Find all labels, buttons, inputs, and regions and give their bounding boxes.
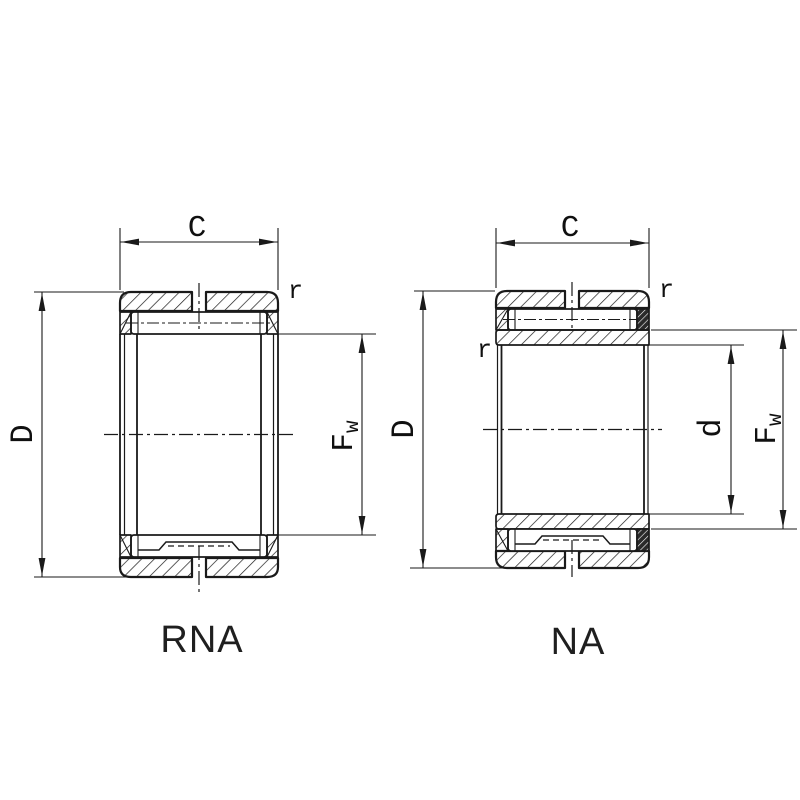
rna-dimension-raceway-Fw: Fw — [278, 333, 376, 536]
arrowhead — [779, 510, 787, 528]
rna-dimension-width-C: C — [119, 211, 279, 290]
na-bearing-drawing: C D d Fw r — [386, 211, 797, 663]
na-dimension-raceway-Fw: Fw — [651, 329, 797, 530]
inner-ring-section-bottom — [495, 513, 650, 530]
arrowhead — [358, 516, 366, 534]
arrowhead — [38, 558, 46, 576]
ring-section-top-left — [494, 289, 567, 310]
dimension-label-Fw: Fw — [327, 420, 365, 452]
rna-dimension-outer-diameter-D: D — [5, 291, 128, 578]
label-F: F — [327, 433, 362, 452]
lip-chamfer-line — [266, 311, 279, 335]
arrowhead — [497, 239, 515, 247]
rna-outer-ring — [118, 290, 280, 579]
na-dimension-bore-d: d — [646, 344, 744, 515]
lip-chamfer-line — [119, 534, 132, 558]
figure-caption-rna: RNA — [160, 619, 243, 661]
na-dimension-outer-diameter-D: D — [386, 290, 520, 569]
ring-lip — [636, 528, 650, 552]
figure-caption-na: NA — [551, 621, 606, 663]
na-dimension-width-C: C — [495, 211, 650, 288]
label-w-subscript: w — [765, 413, 788, 426]
dimension-label-d: d — [693, 418, 730, 437]
rna-needle-rollers-top — [119, 311, 279, 335]
na-inner-ring — [495, 329, 650, 530]
dimension-label-C: C — [561, 211, 580, 246]
ring-section-bottom-right — [577, 549, 651, 570]
arrowhead — [419, 292, 427, 310]
chamfer-label-r: r — [288, 277, 303, 306]
arrowhead — [727, 346, 735, 364]
arrowhead — [779, 331, 787, 349]
dimension-label-C: C — [188, 211, 207, 246]
arrowhead — [38, 293, 46, 311]
dimension-label-D: D — [386, 419, 423, 438]
arrowhead — [358, 335, 366, 353]
inner-ring-section-top — [495, 329, 650, 346]
ring-section-bottom-left — [494, 549, 567, 570]
label-w-subscript: w — [342, 420, 365, 433]
label-F: F — [750, 426, 785, 445]
cage-profile — [515, 535, 630, 545]
ring-section-bottom-left — [118, 556, 194, 579]
chamfer-label-r-outer: r — [659, 276, 674, 305]
arrowhead — [419, 549, 427, 567]
na-outer-ring — [494, 289, 651, 570]
lip-chamfer-line — [266, 534, 279, 558]
rna-bearing-drawing: C D Fw r RNA — [5, 211, 376, 661]
cage-profile — [138, 541, 260, 551]
ring-lip — [636, 308, 650, 331]
dimension-label-Fw: Fw — [750, 413, 788, 445]
arrowhead — [259, 238, 277, 246]
arrowhead — [630, 239, 648, 247]
lip-chamfer-line — [495, 308, 509, 331]
arrowhead — [121, 238, 139, 246]
chamfer-label-r-inner: r — [477, 336, 492, 365]
ring-section-top-left — [118, 290, 194, 313]
dimension-label-D: D — [5, 424, 42, 443]
lip-chamfer-line — [495, 528, 509, 552]
ring-section-bottom-right — [204, 556, 280, 579]
ring-section-top-right — [204, 290, 280, 313]
lip-chamfer-line — [119, 311, 132, 335]
arrowhead — [727, 495, 735, 513]
ring-section-top-right — [577, 289, 651, 310]
